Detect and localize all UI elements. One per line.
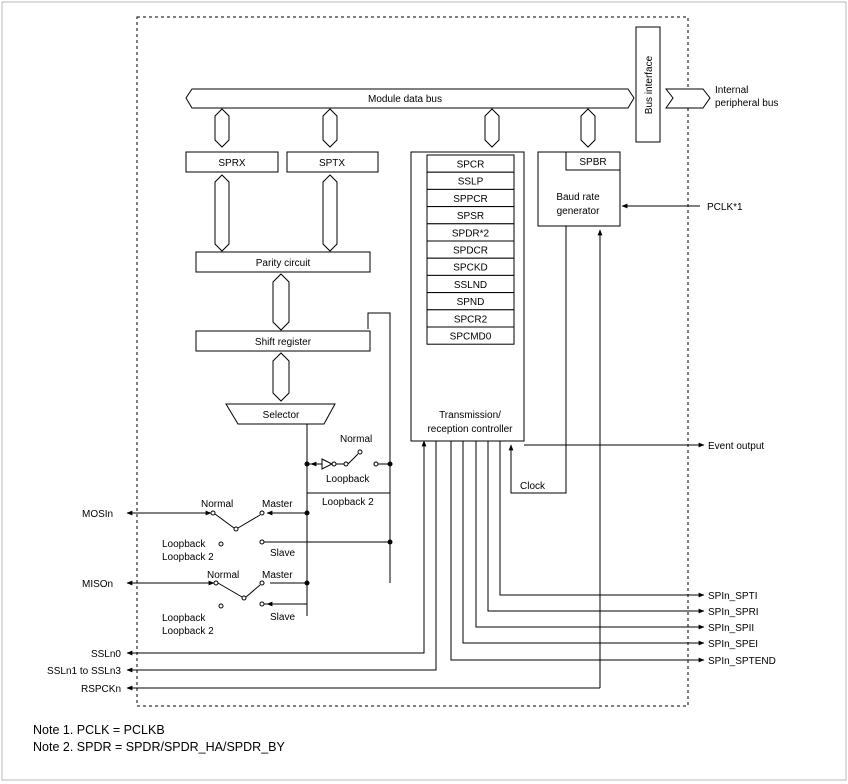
output-sptend-label: SPIn_SPTEND <box>708 656 776 667</box>
rspck-label: RSPCKn <box>81 684 121 695</box>
bus-link-shift-selector <box>272 352 290 402</box>
register-label: SPCR <box>457 160 485 171</box>
clock-label: Clock <box>520 481 546 492</box>
interrupt-output-lines <box>450 441 705 663</box>
spbr-label: SPBR <box>579 157 606 168</box>
bus-link-parity-shift <box>272 273 290 331</box>
bus-link-sptx-parity <box>322 174 338 252</box>
sw-master-mosi: Master <box>262 499 293 510</box>
shift-register-block <box>195 330 371 352</box>
trc-label-2: reception controller <box>427 424 513 435</box>
sw-loopback-mosi: Loopback <box>162 539 206 550</box>
register-label: SPCR2 <box>454 314 488 325</box>
spbr-register <box>565 151 621 171</box>
note-2: Note 2. SPDR = SPDR/SPDR_HA/SPDR_BY <box>33 740 285 754</box>
sptx-block <box>286 151 379 173</box>
register-label: SPPCR <box>453 194 487 205</box>
register-cell <box>426 326 515 345</box>
bus-link-spbr <box>580 108 596 148</box>
register-label: SPDR*2 <box>452 228 490 239</box>
register-label: SPSR <box>457 211 484 222</box>
mosi-label: MOSIn <box>82 509 113 520</box>
register-label: SPND <box>457 297 485 308</box>
module-data-bus <box>185 88 635 109</box>
baud-rate-label-2: generator <box>557 206 600 217</box>
note-1: Note 1. PCLK = PCLKB <box>33 723 165 737</box>
baud-rate-label-1: Baud rate <box>556 192 600 203</box>
pclk-label: PCLK*1 <box>707 202 743 213</box>
internal-bus-label-1: Internal <box>715 85 748 96</box>
bus-interface-label: Bus interface <box>644 55 655 114</box>
output-spri-label: SPIn_SPRI <box>708 607 759 618</box>
bus-link-sptx <box>322 108 338 148</box>
selector-block <box>225 403 336 425</box>
output-spei-label: SPIn_SPEI <box>708 639 758 650</box>
internal-bus-arrow <box>664 88 711 109</box>
sw-normal-mosi: Normal <box>201 499 233 510</box>
register-label: SSLP <box>458 177 484 188</box>
bus-link-sprx-parity <box>214 174 230 252</box>
sw-slave-miso: Slave <box>270 612 295 623</box>
sw-loopback-top: Loopback <box>326 474 370 485</box>
module-boundary <box>136 16 689 707</box>
output-spii-label: SPIn_SPII <box>708 623 754 634</box>
sw-normal-miso: Normal <box>207 570 239 581</box>
ssln13-label: SSLn1 to SSLn3 <box>47 666 121 677</box>
switch-network <box>210 312 393 616</box>
miso-label: MISOn <box>82 579 113 590</box>
ssln13-line <box>126 441 437 673</box>
sw-master-miso: Master <box>262 570 293 581</box>
bus-link-regs <box>484 108 500 148</box>
sw-loopback2-top: Loopback 2 <box>322 497 374 508</box>
sw-loopback2-mosi: Loopback 2 <box>162 552 214 563</box>
bus-link-sprx <box>214 108 230 148</box>
sprx-label: SPRX <box>218 158 246 169</box>
module-data-bus-label: Module data bus <box>368 94 442 105</box>
output-spti-label: SPIn_SPTI <box>708 591 757 602</box>
clock-line <box>508 226 567 494</box>
parity-circuit-block <box>195 251 371 273</box>
ssln0-label: SSLn0 <box>91 649 121 660</box>
internal-bus-label-2: peripheral bus <box>715 98 778 109</box>
trc-label-1: Transmission/ <box>439 410 501 421</box>
parity-circuit-label: Parity circuit <box>256 258 311 269</box>
sprx-block <box>185 151 279 173</box>
register-label: SPDCR <box>453 246 488 257</box>
sw-loopback2-miso: Loopback 2 <box>162 626 214 637</box>
selector-label: Selector <box>263 410 300 421</box>
sw-loopback-miso: Loopback <box>162 613 206 624</box>
sw-normal-top: Normal <box>340 434 372 445</box>
event-output-label: Event output <box>708 441 764 452</box>
sw-slave-mosi: Slave <box>270 548 295 559</box>
shift-register-label: Shift register <box>255 337 312 348</box>
register-label: SSLND <box>454 280 487 291</box>
register-label: SPCKD <box>453 263 487 274</box>
register-label: SPCMD0 <box>450 332 492 343</box>
bus-interface-block <box>635 26 661 143</box>
sptx-label: SPTX <box>319 158 345 169</box>
ssln0-line <box>126 440 427 656</box>
